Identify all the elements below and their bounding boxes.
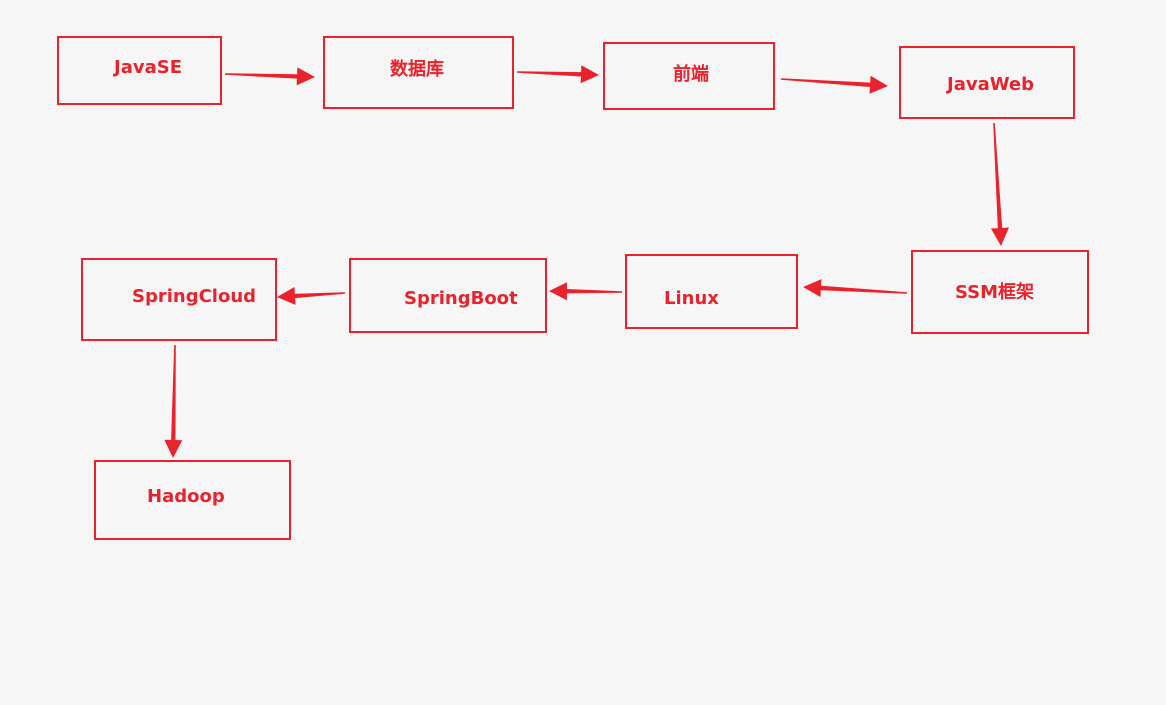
node-database-label: 数据库 [390, 59, 444, 80]
node-springboot [349, 258, 547, 333]
arrow-springboot-to-springcloud [277, 287, 345, 305]
node-ssm [911, 250, 1089, 334]
node-springboot-label: SpringBoot [404, 288, 518, 309]
node-linux [625, 254, 798, 329]
arrow-database-to-frontend [517, 65, 599, 84]
arrow-springcloud-to-hadoop [164, 345, 183, 458]
node-javaweb-label: JavaWeb [947, 74, 1035, 95]
node-springcloud [81, 258, 277, 341]
node-javase-label: JavaSE [114, 57, 182, 78]
node-springcloud-label: SpringCloud [132, 286, 257, 307]
arrow-frontend-to-javaweb [780, 75, 888, 94]
node-database [323, 36, 514, 109]
node-javaweb [899, 46, 1075, 119]
arrow-linux-to-springboot [549, 282, 622, 301]
node-ssm-label: SSM框架 [955, 282, 1035, 303]
arrow-ssm-to-linux [803, 279, 907, 297]
node-linux-label: Linux [664, 288, 719, 309]
node-frontend [603, 42, 775, 110]
node-frontend-label: 前端 [673, 64, 709, 85]
node-hadoop-label: Hadoop [147, 486, 225, 507]
arrow-javaweb-to-ssm [991, 123, 1009, 246]
node-javase [57, 36, 222, 105]
node-hadoop [94, 460, 291, 540]
arrow-javase-to-database [225, 67, 315, 86]
